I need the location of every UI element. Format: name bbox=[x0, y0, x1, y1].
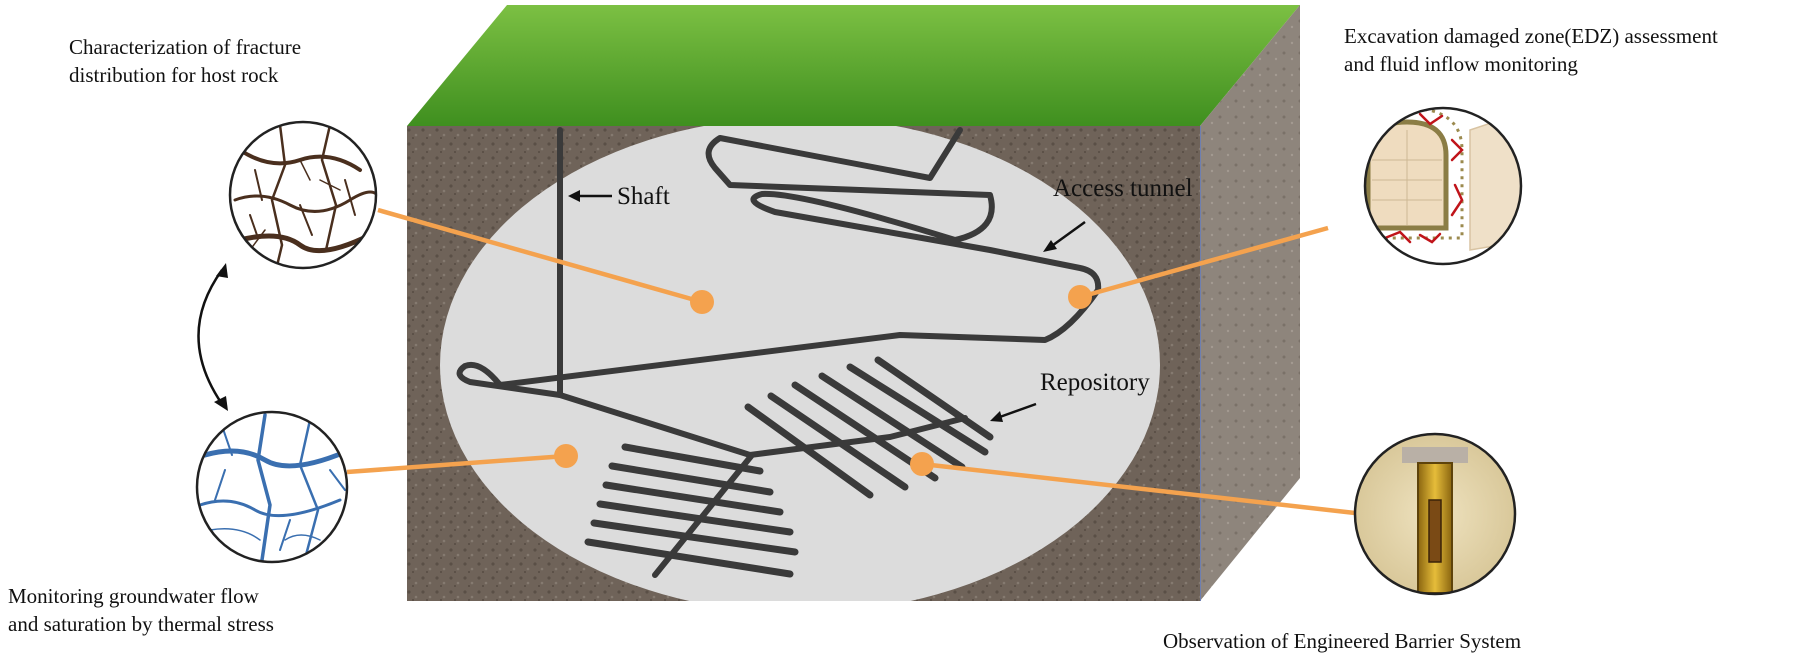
connector-dots bbox=[554, 285, 1092, 476]
shaft-label: Shaft bbox=[617, 183, 670, 210]
main-drift bbox=[557, 392, 968, 458]
double-arrow bbox=[197, 263, 228, 411]
connector-groundwater bbox=[346, 453, 567, 475]
fracture-host-rock-inset bbox=[228, 120, 378, 270]
disposal-rooms bbox=[584, 356, 994, 578]
groundwater-inset bbox=[195, 410, 349, 564]
ebs-inset bbox=[1353, 432, 1517, 596]
soil-side-face bbox=[1200, 5, 1300, 601]
caption-ebs: Observation of Engineered Barrier System bbox=[1163, 629, 1522, 653]
connector-ebs bbox=[921, 461, 1356, 516]
caption-groundwater: Monitoring groundwater flow and saturati… bbox=[8, 584, 274, 636]
grass-surface bbox=[407, 5, 1300, 126]
repository-zone bbox=[440, 126, 1160, 601]
ground-block bbox=[407, 5, 1300, 601]
caption-fracture-host-rock: Characterization of fracture distributio… bbox=[69, 35, 302, 87]
access-tunnel bbox=[456, 127, 1102, 398]
connectors bbox=[346, 207, 1356, 516]
repository-label: Repository bbox=[1040, 369, 1150, 396]
shaft-label-group: Shaft bbox=[568, 183, 670, 210]
access-tunnel-label-group: Access tunnel bbox=[1043, 175, 1193, 252]
connector-fracture bbox=[377, 207, 703, 305]
access-tunnel-label: Access tunnel bbox=[1053, 175, 1193, 202]
repository-label-group: Repository bbox=[990, 369, 1150, 422]
connector-edz bbox=[1079, 225, 1329, 300]
edz-inset bbox=[1363, 106, 1523, 266]
caption-edz: Excavation damaged zone(EDZ) assessment … bbox=[1344, 24, 1718, 76]
